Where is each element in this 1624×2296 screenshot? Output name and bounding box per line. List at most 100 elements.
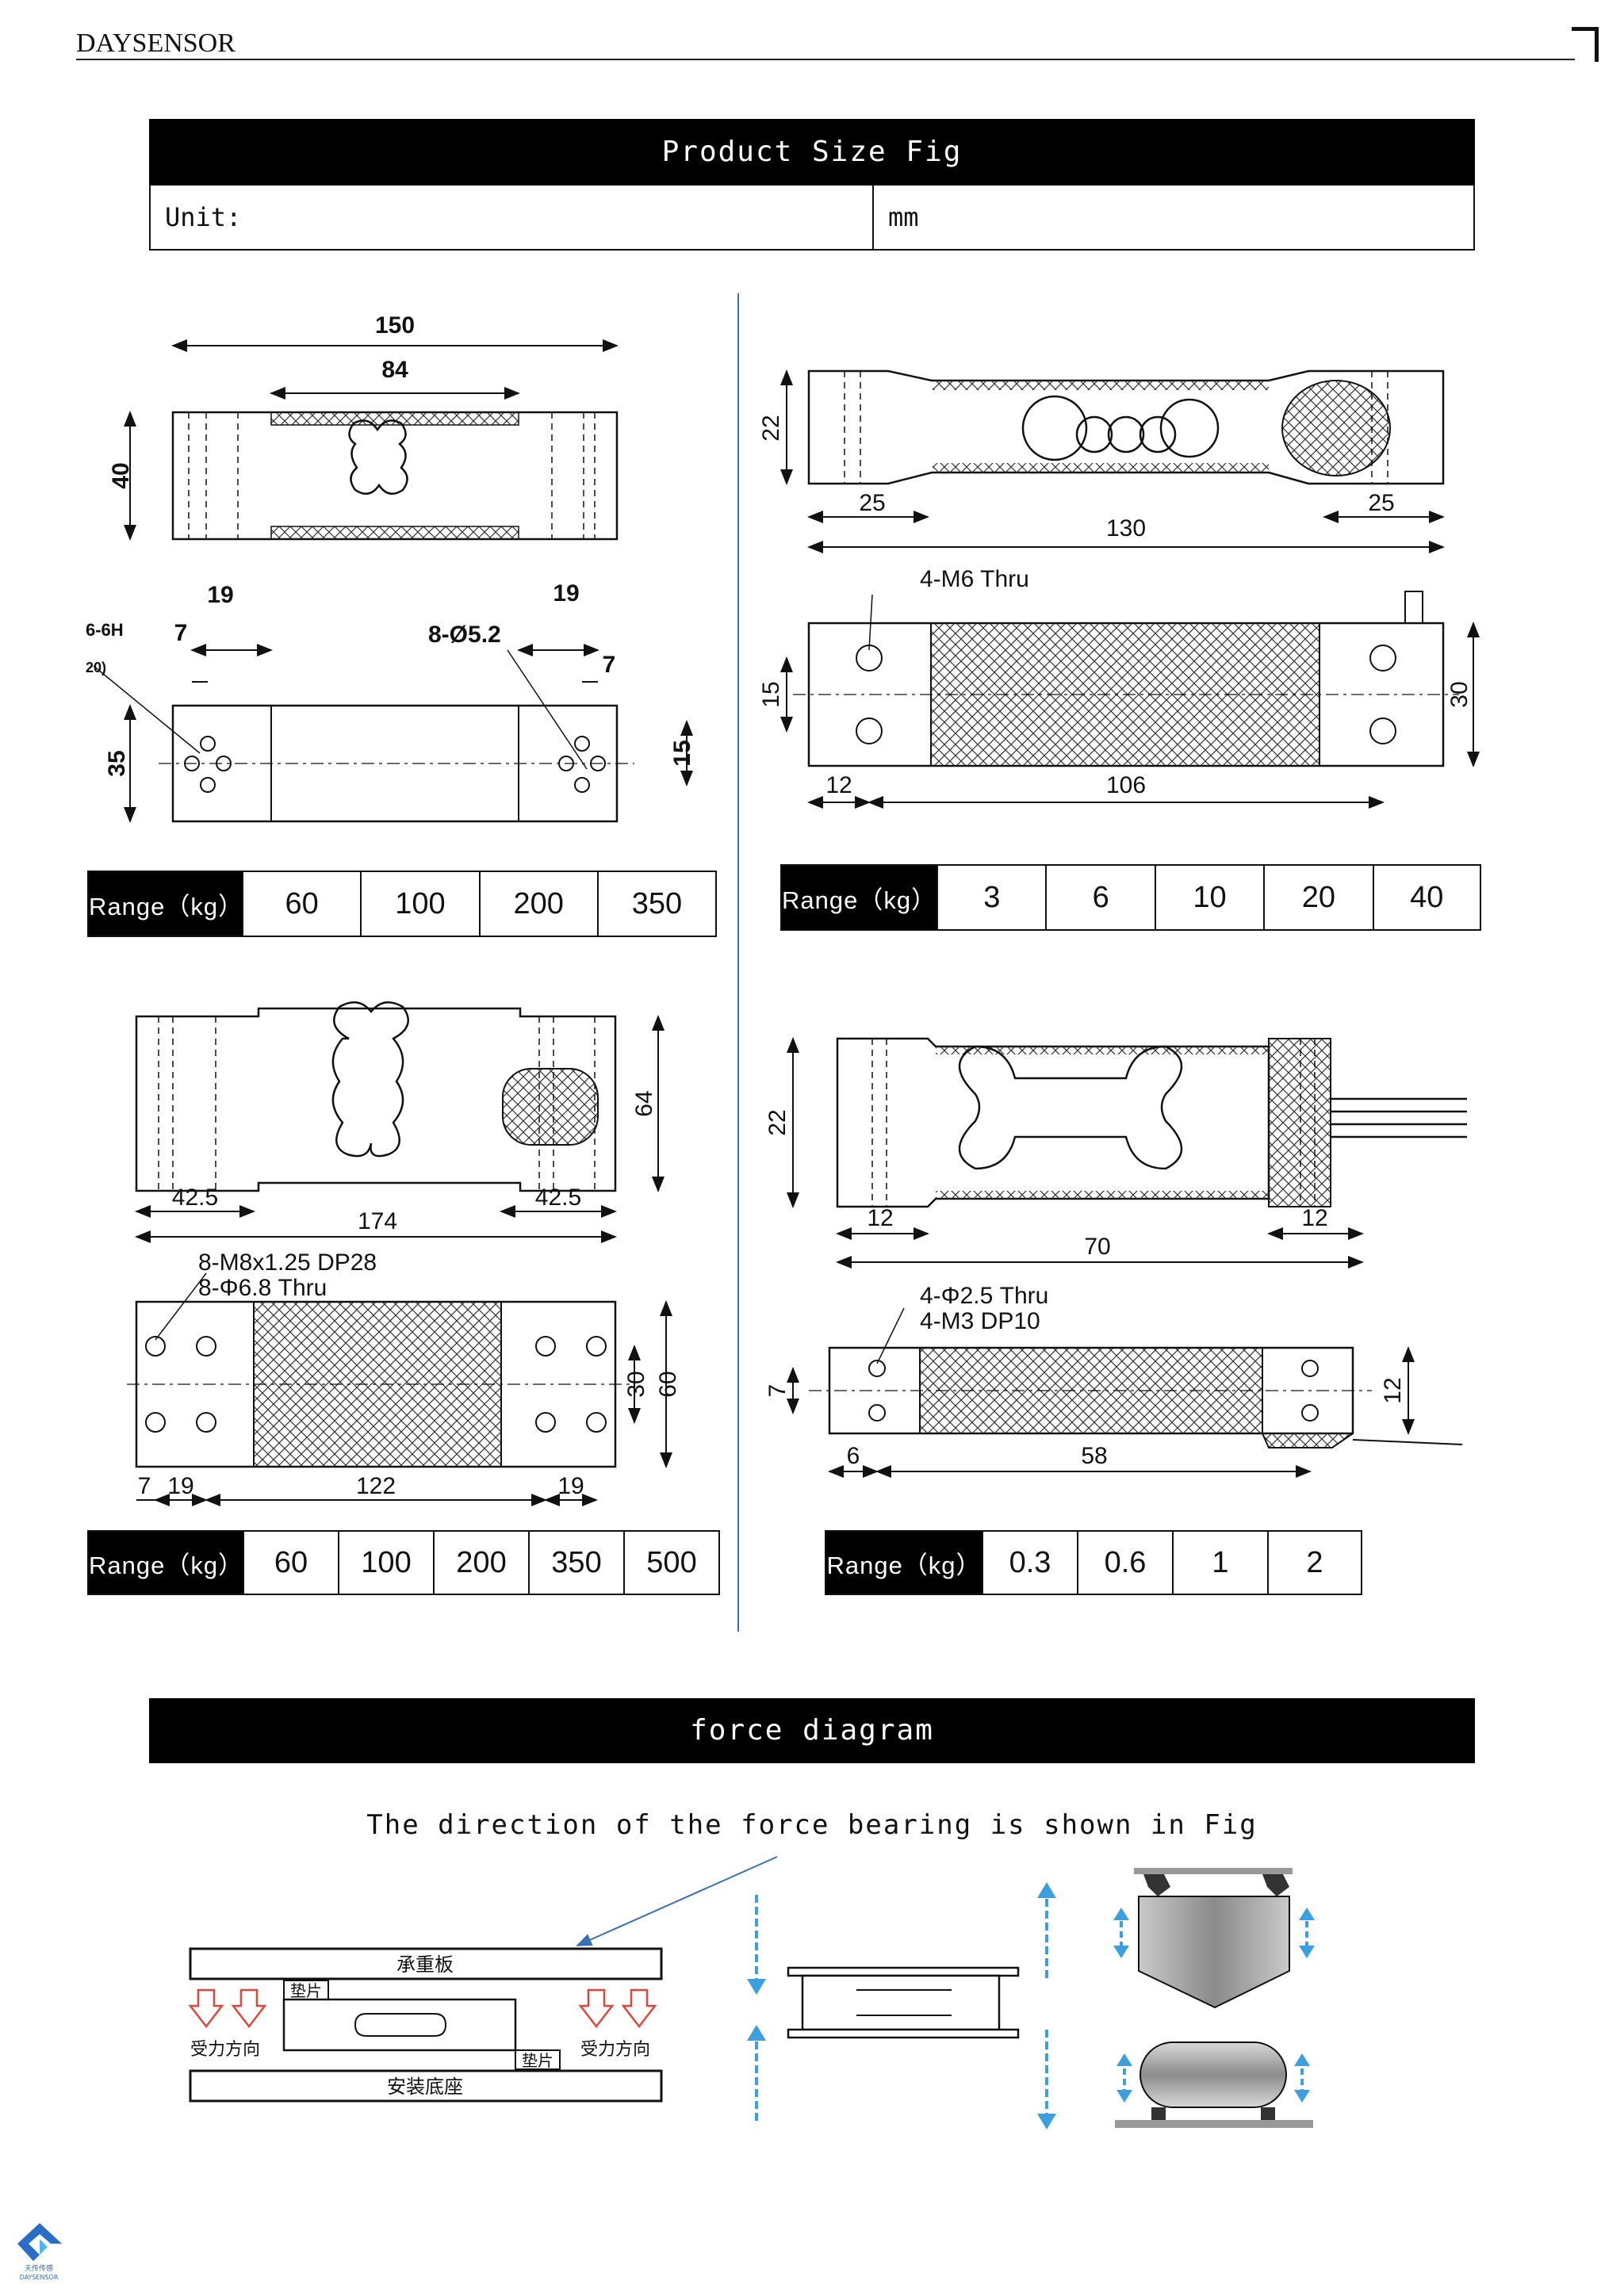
fig1-center-hole bbox=[348, 419, 408, 496]
fig3-dim-174: 174 bbox=[358, 1208, 397, 1234]
fig2-dim-25a: 25 bbox=[859, 490, 885, 516]
fig3-dim-42a: 42.5 bbox=[172, 1184, 218, 1211]
hopper-figure bbox=[1113, 1868, 1315, 2009]
fig3-thread: 8-M8x1.25 DP28 bbox=[198, 1249, 377, 1276]
fig4-dim-22: 22 bbox=[764, 1109, 791, 1135]
fig4-dim-12a: 12 bbox=[867, 1205, 893, 1231]
fig2-drawing: 22 25 25 130 4-M6 Thru 15 30 12 106 bbox=[758, 369, 1480, 809]
fig2-thread: 4-M6 Thru bbox=[920, 566, 1029, 592]
unit-label: Unit: bbox=[151, 186, 874, 249]
range-value: 2 bbox=[1267, 1532, 1361, 1594]
fig2-dim-30: 30 bbox=[1446, 681, 1473, 707]
range-label: Range（kg） bbox=[782, 866, 937, 929]
fig4-drawing: 22 12 12 70 4-Φ2.5 Thru 4-M3 DP10 7 12 6… bbox=[764, 1037, 1467, 1478]
range-value: 3 bbox=[936, 866, 1045, 929]
fig3-range-table: Range（kg） 60 100 200 350 500 bbox=[87, 1530, 720, 1595]
fig3-drawing: 64 42.5 42.5 174 8-M8x1.25 DP28 8-Φ6.8 T… bbox=[127, 1001, 681, 1506]
unit-table: Unit: mm bbox=[149, 186, 1475, 251]
force-diagram-title: force diagram bbox=[149, 1698, 1475, 1763]
range-value: 200 bbox=[478, 872, 597, 936]
range-label: Range（kg） bbox=[89, 872, 243, 936]
fig2-dim-22: 22 bbox=[758, 415, 784, 441]
fig4-dim-12b: 12 bbox=[1301, 1205, 1327, 1231]
logo-cn-text: 天传传感 bbox=[25, 2263, 53, 2273]
range-value: 20 bbox=[1263, 866, 1372, 929]
fig3-dim-122: 122 bbox=[356, 1473, 396, 1499]
fig4-thread: 4-M3 DP10 bbox=[920, 1308, 1040, 1334]
force-caption: The direction of the force bearing is sh… bbox=[366, 1809, 1258, 1841]
range-value: 100 bbox=[360, 872, 478, 936]
fig1-dim-15: 15 bbox=[669, 740, 695, 766]
fig2-range-table: Range（kg） 3 6 10 20 40 bbox=[780, 864, 1481, 931]
fig4-range-table: Range（kg） 0.3 0.6 1 2 bbox=[825, 1530, 1362, 1595]
range-label: Range（kg） bbox=[89, 1532, 243, 1594]
pad-bottom-label: 垫片 bbox=[522, 2051, 553, 2070]
tank-figure bbox=[1115, 2042, 1313, 2128]
header-rule bbox=[76, 59, 1575, 60]
range-value: 200 bbox=[433, 1532, 528, 1594]
pad-top-label: 垫片 bbox=[290, 1981, 322, 2000]
fig4-center-hole bbox=[958, 1045, 1183, 1170]
fig4-dim-6: 6 bbox=[847, 1443, 860, 1469]
fig3-dim-7: 7 bbox=[138, 1473, 151, 1499]
fig1-dim-84: 84 bbox=[381, 357, 408, 383]
fig3-dim-60: 60 bbox=[655, 1371, 681, 1397]
caption-pointer bbox=[576, 1856, 778, 1946]
range-label: Range（kg） bbox=[826, 1532, 982, 1594]
fig4-dim-12c: 12 bbox=[1380, 1377, 1406, 1403]
fig2-side-body bbox=[807, 369, 1445, 485]
loadcell-schematic bbox=[282, 1998, 517, 2052]
fig3-thru: 8-Φ6.8 Thru bbox=[198, 1275, 327, 1301]
fig3-dim-30: 30 bbox=[623, 1371, 649, 1397]
fig1-range-table: Range（kg） 60 100 200 350 bbox=[87, 871, 717, 937]
fig4-thru: 4-Φ2.5 Thru bbox=[920, 1283, 1048, 1309]
range-value: 100 bbox=[338, 1532, 433, 1594]
fig3-center-hole bbox=[331, 1001, 409, 1158]
fig2-dim-12: 12 bbox=[825, 772, 852, 798]
range-value: 40 bbox=[1372, 866, 1480, 929]
range-value: 1 bbox=[1172, 1532, 1267, 1594]
fig1-drawing: 150 84 40 19 7 19 7 6-6H 20) 8-Ø5.2 35 1… bbox=[86, 312, 695, 823]
fig1-holes: 8-Ø5.2 bbox=[428, 622, 501, 648]
fig1-dim-40: 40 bbox=[108, 462, 134, 488]
product-size-title: Product Size Fig bbox=[149, 119, 1475, 186]
range-value: 500 bbox=[623, 1532, 718, 1594]
fig1-thread: 6-6H bbox=[86, 620, 124, 640]
force-left-label: 受力方向 bbox=[190, 2040, 260, 2060]
top-plate-label: 承重板 bbox=[396, 1954, 454, 1976]
fig1-side-body bbox=[171, 411, 619, 541]
fig3-side-body bbox=[135, 1007, 617, 1192]
base-label: 安装底座 bbox=[387, 2076, 463, 2098]
fig1-dim-19a: 19 bbox=[207, 582, 233, 608]
corner-mark-icon bbox=[1572, 27, 1599, 62]
range-value: 350 bbox=[596, 872, 715, 936]
fig4-side-body bbox=[836, 1037, 1270, 1208]
force-right-label: 受力方向 bbox=[580, 2040, 650, 2060]
fig1-dim-19b: 19 bbox=[553, 580, 579, 607]
brand-name: DAYSENSOR bbox=[76, 29, 236, 58]
unit-value: mm bbox=[888, 202, 919, 232]
range-value: 60 bbox=[243, 1532, 338, 1594]
fig1-dim-150: 150 bbox=[375, 312, 415, 339]
fig3-dim-19a: 19 bbox=[167, 1473, 193, 1499]
column-divider bbox=[737, 293, 739, 1632]
fig1-dim-7a: 7 bbox=[174, 620, 188, 646]
force-arrow-icon bbox=[188, 1988, 657, 2029]
fig1-dim-7b: 7 bbox=[603, 652, 616, 678]
base-plate bbox=[189, 2069, 663, 2103]
range-value: 0.6 bbox=[1077, 1532, 1172, 1594]
fig1-thread-depth: 20) bbox=[86, 660, 106, 675]
fig3-dim-19b: 19 bbox=[557, 1473, 584, 1499]
force-diagram-drawings: 承重板 垫片 垫片 安装底座 受力方向 受力方向 bbox=[188, 1856, 1315, 2130]
range-value: 6 bbox=[1045, 866, 1154, 929]
fig2-dim-25b: 25 bbox=[1368, 490, 1394, 516]
fig4-dim-58: 58 bbox=[1081, 1443, 1107, 1469]
range-value: 10 bbox=[1154, 866, 1263, 929]
logo-en-text: DAYSENSOR bbox=[20, 2274, 59, 2281]
fig4-dim-7: 7 bbox=[764, 1384, 791, 1398]
daysensor-logo-icon: 天传传感 DAYSENSOR bbox=[17, 2223, 62, 2281]
top-plate bbox=[189, 1947, 663, 1980]
fig3-dim-64: 64 bbox=[631, 1090, 657, 1116]
range-value: 0.3 bbox=[982, 1532, 1077, 1594]
fig1-dim-35: 35 bbox=[104, 750, 130, 776]
